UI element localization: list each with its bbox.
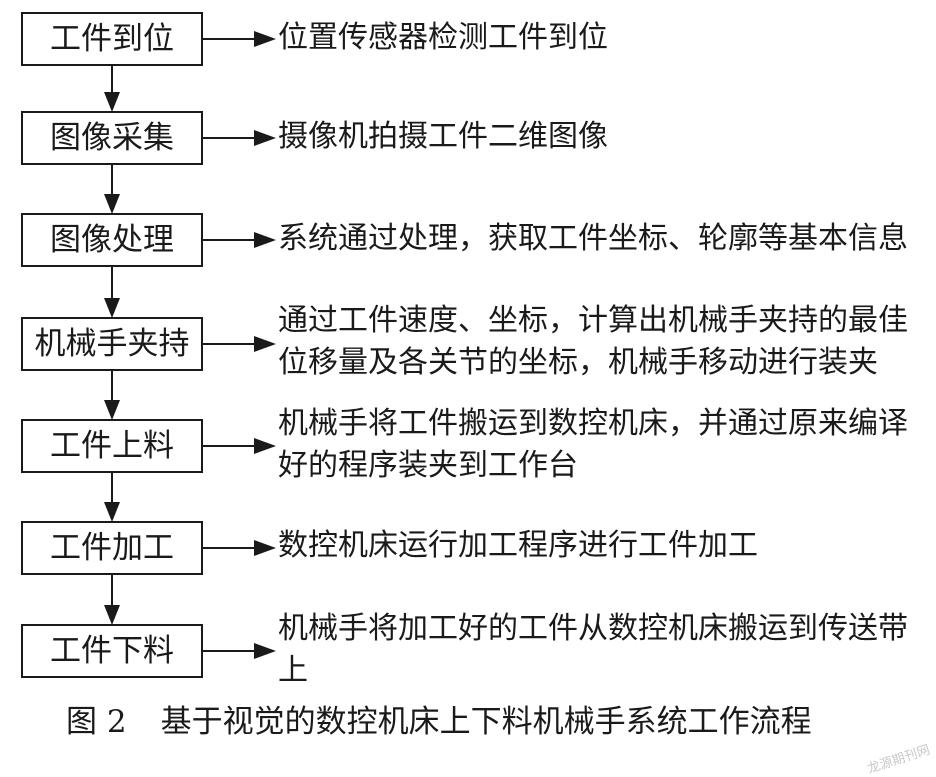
side-arrow-head-6 bbox=[254, 540, 276, 556]
step-label-3: 图像处理 bbox=[50, 222, 174, 258]
step-description-4: 通过工件速度、坐标，计算出机械手夹持的最佳位移量及各关节的坐标，机械手移动进行装… bbox=[278, 303, 908, 380]
down-arrow-head-1 bbox=[104, 92, 120, 112]
flowchart-down-arrows bbox=[104, 65, 120, 625]
step-label-2: 图像采集 bbox=[50, 120, 174, 156]
step-description-1: 位置传感器检测工件到位 bbox=[278, 20, 608, 55]
step-description-3: 系统通过处理，获取工件坐标、轮廓等基本信息 bbox=[278, 221, 908, 256]
down-arrow-head-6 bbox=[104, 605, 120, 625]
side-arrow-head-1 bbox=[254, 31, 276, 47]
step-label-7: 工件下料 bbox=[50, 633, 174, 669]
step-label-6: 工件加工 bbox=[50, 530, 174, 566]
step-label-4: 机械手夹持 bbox=[34, 326, 190, 362]
step-label-5: 工件上料 bbox=[50, 428, 174, 464]
side-arrow-head-3 bbox=[254, 232, 276, 248]
down-arrow-head-2 bbox=[104, 194, 120, 214]
down-arrow-head-5 bbox=[104, 502, 120, 522]
step-description-6: 数控机床运行加工程序进行工件加工 bbox=[278, 528, 758, 563]
figure-title: 基于视觉的数控机床上下料机械手系统工作流程 bbox=[160, 704, 812, 740]
down-arrow-head-3 bbox=[104, 298, 120, 318]
step-description-2: 摄像机拍摄工件二维图像 bbox=[278, 119, 608, 154]
figure-number: 图 2 bbox=[66, 704, 127, 740]
flowchart-side-arrows bbox=[202, 31, 276, 659]
step-description-7: 机械手将加工好的工件从数控机床搬运到传送带上 bbox=[278, 611, 908, 688]
side-arrow-head-5 bbox=[254, 438, 276, 454]
step-description-5: 机械手将工件搬运到数控机床，并通过原来编译好的程序装夹到工作台 bbox=[278, 406, 908, 483]
down-arrow-head-4 bbox=[104, 400, 120, 420]
side-arrow-head-7 bbox=[254, 643, 276, 659]
step-label-1: 工件到位 bbox=[50, 21, 174, 57]
side-arrow-head-4 bbox=[254, 336, 276, 352]
figure-caption: 图 2 基于视觉的数控机床上下料机械手系统工作流程 bbox=[66, 702, 812, 742]
side-arrow-head-2 bbox=[254, 130, 276, 146]
